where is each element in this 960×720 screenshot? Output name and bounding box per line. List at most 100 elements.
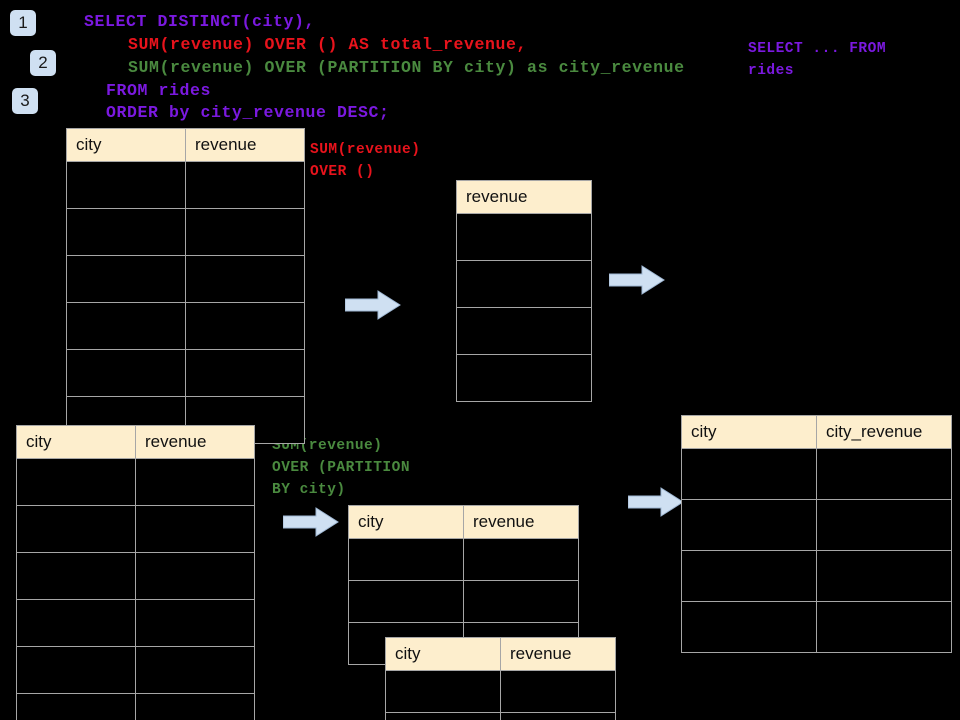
- column-header-city: city: [385, 637, 501, 671]
- table-row: [456, 260, 592, 308]
- column-header-revenue: revenue: [500, 637, 616, 671]
- sql-line-4: FROM rides: [106, 81, 212, 100]
- table-cell-empty: [185, 161, 305, 209]
- table-cell-empty: [135, 505, 255, 553]
- table-row: [385, 712, 616, 720]
- table-cell-empty: [135, 646, 255, 694]
- table-cell-empty: [16, 552, 136, 600]
- table-cell-empty: [500, 670, 616, 713]
- table-cell-empty: [816, 601, 952, 653]
- step-badge-3: 3: [12, 88, 38, 114]
- column-header-revenue: revenue: [185, 128, 305, 162]
- column-header-city: city: [681, 415, 817, 449]
- sum-over-empty-annotation: SUM(revenue) OVER (): [310, 142, 421, 180]
- table-cell-empty: [500, 712, 616, 720]
- column-header-revenue: revenue: [135, 425, 255, 459]
- column-header-city: city: [348, 505, 464, 539]
- table-cell-empty: [456, 260, 592, 308]
- table-row: [385, 670, 616, 713]
- column-header-city_revenue: city_revenue: [816, 415, 952, 449]
- sql-line-1: SELECT DISTINCT(city),: [84, 12, 316, 31]
- table-row: [66, 302, 305, 350]
- table-row: [681, 550, 952, 602]
- table-row: [66, 349, 305, 397]
- table-cell-empty: [135, 552, 255, 600]
- table-row: [16, 646, 255, 694]
- table-cell-empty: [456, 307, 592, 355]
- table-row: [66, 255, 305, 303]
- table-row: [16, 693, 255, 720]
- table-cell-empty: [16, 646, 136, 694]
- table-row: [16, 458, 255, 506]
- table-row: [456, 213, 592, 261]
- table-cell-empty: [16, 505, 136, 553]
- sql-line-2: SUM(revenue) OVER () AS total_revenue,: [128, 35, 528, 54]
- table-cell-empty: [185, 208, 305, 256]
- table-row: [681, 601, 952, 653]
- table-cell-empty: [16, 458, 136, 506]
- table-cell-empty: [66, 161, 186, 209]
- arrow-source-to-total: [344, 290, 401, 320]
- table-row: [66, 161, 305, 209]
- step-badge-1: 1: [10, 10, 36, 36]
- table-cell-empty: [135, 458, 255, 506]
- table-cell-empty: [66, 302, 186, 350]
- table-row: [456, 354, 592, 402]
- table-cell-empty: [681, 601, 817, 653]
- column-header-city: city: [16, 425, 136, 459]
- table-cell-empty: [66, 255, 186, 303]
- table-cell-empty: [185, 255, 305, 303]
- step-badge-2: 2: [30, 50, 56, 76]
- table-row: [66, 208, 305, 256]
- table-cell-empty: [348, 538, 464, 581]
- table-row: [16, 505, 255, 553]
- table-cell-empty: [681, 550, 817, 602]
- table-row: [456, 307, 592, 355]
- table-cell-empty: [185, 349, 305, 397]
- table-row: [348, 580, 579, 623]
- table-header-row: revenue: [456, 180, 592, 214]
- table-row: [681, 499, 952, 551]
- column-header-revenue: revenue: [456, 180, 592, 214]
- select-from-rides-annotation: SELECT ... FROM rides: [748, 41, 887, 79]
- table-cell-empty: [463, 538, 579, 581]
- arrow-source-to-partition: [282, 507, 339, 537]
- sql-line-5: ORDER by city_revenue DESC;: [106, 103, 390, 122]
- table-cell-empty: [816, 448, 952, 500]
- arrow-total-to-result: [608, 265, 665, 295]
- table-cell-empty: [348, 580, 464, 623]
- arrow-partition-to-result: [627, 487, 684, 517]
- table-cell-empty: [681, 499, 817, 551]
- table-cell-empty: [16, 693, 136, 720]
- table-cell-empty: [816, 550, 952, 602]
- table-row: [348, 538, 579, 581]
- column-header-revenue: revenue: [463, 505, 579, 539]
- table-cell-empty: [385, 670, 501, 713]
- table-row: [681, 448, 952, 500]
- sum-over-partition-annotation: SUM(revenue) OVER (PARTITION BY city): [272, 438, 411, 498]
- total-revenue-table: revenue: [456, 180, 592, 402]
- table-row: [16, 599, 255, 647]
- column-header-city: city: [66, 128, 186, 162]
- table-cell-empty: [463, 580, 579, 623]
- table-cell-empty: [185, 302, 305, 350]
- table-cell-empty: [385, 712, 501, 720]
- table-row: [16, 552, 255, 600]
- table-cell-empty: [681, 448, 817, 500]
- table-cell-empty: [456, 213, 592, 261]
- table-cell-empty: [816, 499, 952, 551]
- table-cell-empty: [16, 599, 136, 647]
- table-cell-empty: [66, 208, 186, 256]
- table-cell-empty: [135, 599, 255, 647]
- table-cell-empty: [66, 349, 186, 397]
